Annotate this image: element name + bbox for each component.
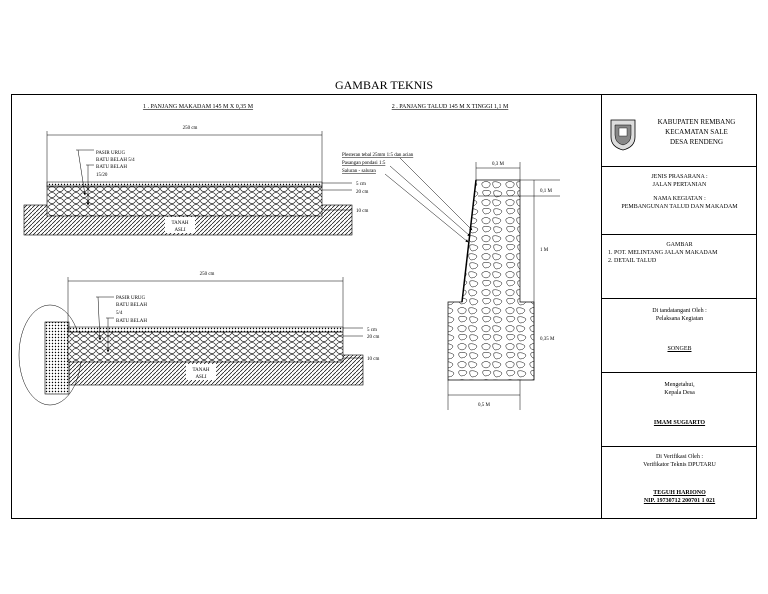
tb-sign-3: Di Verifikasi Oleh : Verifikator Teknis … (602, 447, 757, 518)
talud-note-1: Plesteran tebal 25mm 1:5 dan acian (342, 153, 414, 158)
talud-dim-top: 0,3 M (492, 162, 505, 167)
gambar-item-1: 1. POT. MELINTANG JALAN MAKADAM (608, 250, 718, 256)
sign1-label-2: Pelaksana Kegiatan (655, 316, 704, 322)
sign1-name: SONGEB (667, 346, 692, 352)
section2-layer-1: 5 cm (367, 328, 377, 333)
talud-wall (447, 179, 535, 381)
jenis-label: JENIS PRASARANA : (651, 174, 708, 180)
talud-note-3: Saluran - saluran (342, 169, 376, 174)
section2-stone-layer (67, 331, 344, 363)
section2-layer-2: 20 cm (367, 335, 379, 340)
sign2-name: IMAM SUGIARTO (653, 420, 706, 426)
section1-label-3: BATU BELAH (96, 165, 127, 170)
section1-ground-2: ASLI (174, 228, 185, 233)
gambar-label: GAMBAR (666, 242, 693, 248)
talud-section: 2 . PANJANG TALUD 145 M X TINGGI 1,1 M P… (342, 104, 560, 410)
page-title: GAMBAR TEKNIS (334, 78, 434, 92)
section1-stone-layer (46, 185, 323, 217)
section2-layer-3: 10 cm (367, 357, 379, 362)
tb-sign-1: Di tandatangani Oleh : Pelaksana Kegiata… (602, 299, 757, 373)
sign3-label-1: Di Verifikasi Oleh : (655, 454, 704, 460)
talud-note-2: Pasangan pondasi 1:5 (342, 161, 386, 166)
tb-jenis: JENIS PRASARANA : JALAN PERTANIAN NAMA K… (602, 167, 757, 235)
section2-edge-wall (44, 321, 70, 395)
sign3-label-2: Verifikator Teknis DPUTARU (643, 462, 716, 468)
section1-width-dim: 250 cm (183, 126, 198, 131)
section2-label-2: BATU BELAH (116, 303, 147, 308)
section1-label-4: 15/20 (96, 173, 108, 178)
road-section-1: 1 . PANJANG MAKADAM 145 M X 0,35 M 250 c… (23, 104, 368, 236)
talud-dim-035: 0,35 M (540, 337, 555, 342)
talud-dim-1m: 1 M (540, 248, 549, 253)
section1-layer-2: 20 cm (356, 190, 368, 195)
sign1-label-1: Di tandatangani Oleh : (652, 308, 707, 314)
talud-dim-bottom: 0,5 M (478, 403, 491, 408)
tb-header: KABUPATEN REMBANG KECAMATAN SALE DESA RE… (602, 95, 757, 167)
section1-label-2: BATU BELAH 5/4 (96, 158, 135, 163)
org-line-1: KABUPATEN REMBANG (657, 118, 736, 126)
sign2-label-1: Mengetahui, (664, 382, 695, 388)
tb-sign-2: Mengetahui, Kepala Desa IMAM SUGIARTO (602, 373, 757, 447)
section2-width-dim: 250 cm (200, 272, 215, 277)
section2-ground-2: ASLI (195, 375, 206, 380)
section1-ground-1: TANAH (171, 221, 188, 226)
section2-sand-layer (67, 326, 344, 333)
sign2-label-2: Kepala Desa (664, 390, 695, 396)
section2-label-1: PASIR URUG (116, 296, 146, 301)
section1-layer-1: 5 cm (356, 182, 366, 187)
org-line-3: DESA RENDENG (669, 138, 724, 146)
drawing-frame (11, 94, 757, 519)
section1-label-1: PASIR URUG (96, 151, 126, 156)
section2-ground-1: TANAH (192, 368, 209, 373)
tb-gambar: GAMBAR 1. POT. MELINTANG JALAN MAKADAM 2… (602, 235, 757, 299)
sign3-name: TEGUH HARIONO (653, 490, 706, 496)
jenis-value: JALAN PERTANIAN (652, 182, 707, 188)
section3-heading: 2 . PANJANG TALUD 145 M X TINGGI 1,1 M (392, 104, 509, 110)
section2-label-3: 5/4 (116, 311, 123, 316)
regency-logo-icon (610, 119, 636, 151)
section1-layer-3: 10 cm (356, 209, 368, 214)
gambar-item-2: 2. DETAIL TALUD (608, 258, 657, 264)
kegiatan-value: PEMBANGUNAN TALUD DAN MAKADAM (621, 204, 738, 210)
sign3-nip: NIP. 19730712 200701 1 021 (643, 498, 716, 504)
section2-label-4: BATU BELAH (116, 319, 147, 324)
section1-heading: 1 . PANJANG MAKADAM 145 M X 0,35 M (143, 104, 254, 110)
org-line-2: KECAMATAN SALE (665, 128, 728, 136)
title-block: KABUPATEN REMBANG KECAMATAN SALE DESA RE… (601, 95, 757, 518)
road-section-2: 250 cm TANAH ASLI PASIR URUG BATU BELAH … (18, 272, 379, 406)
section1-sand-layer (46, 181, 323, 188)
talud-dim-01: 0,1 M (540, 189, 553, 194)
kegiatan-label: NAMA KEGIATAN : (653, 196, 706, 202)
